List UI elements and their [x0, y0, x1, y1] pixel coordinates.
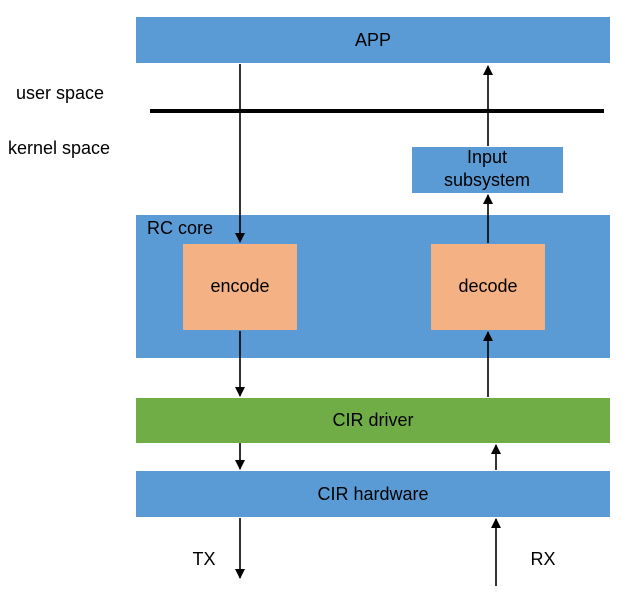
app-box	[136, 17, 610, 63]
decode-box	[431, 244, 545, 330]
rx-label: RX	[530, 549, 555, 569]
encode-box	[183, 244, 297, 330]
cir-hardware-box	[136, 471, 610, 517]
rc-core-label: RC core	[147, 218, 213, 238]
cir-driver-label: CIR driver	[332, 410, 413, 430]
kernel-space-label: kernel space	[8, 138, 110, 158]
input-subsystem-label-line1: Input	[467, 147, 507, 167]
encode-label: encode	[210, 276, 269, 296]
input-subsystem-label-line2: subsystem	[444, 170, 530, 190]
decode-label: decode	[458, 276, 517, 296]
input-subsystem-box	[412, 147, 563, 193]
app-label: APP	[355, 30, 391, 50]
cir-driver-box	[136, 398, 610, 443]
tx-label: TX	[192, 549, 215, 569]
cir-hardware-label: CIR hardware	[317, 484, 428, 504]
user-space-label: user space	[16, 83, 104, 103]
